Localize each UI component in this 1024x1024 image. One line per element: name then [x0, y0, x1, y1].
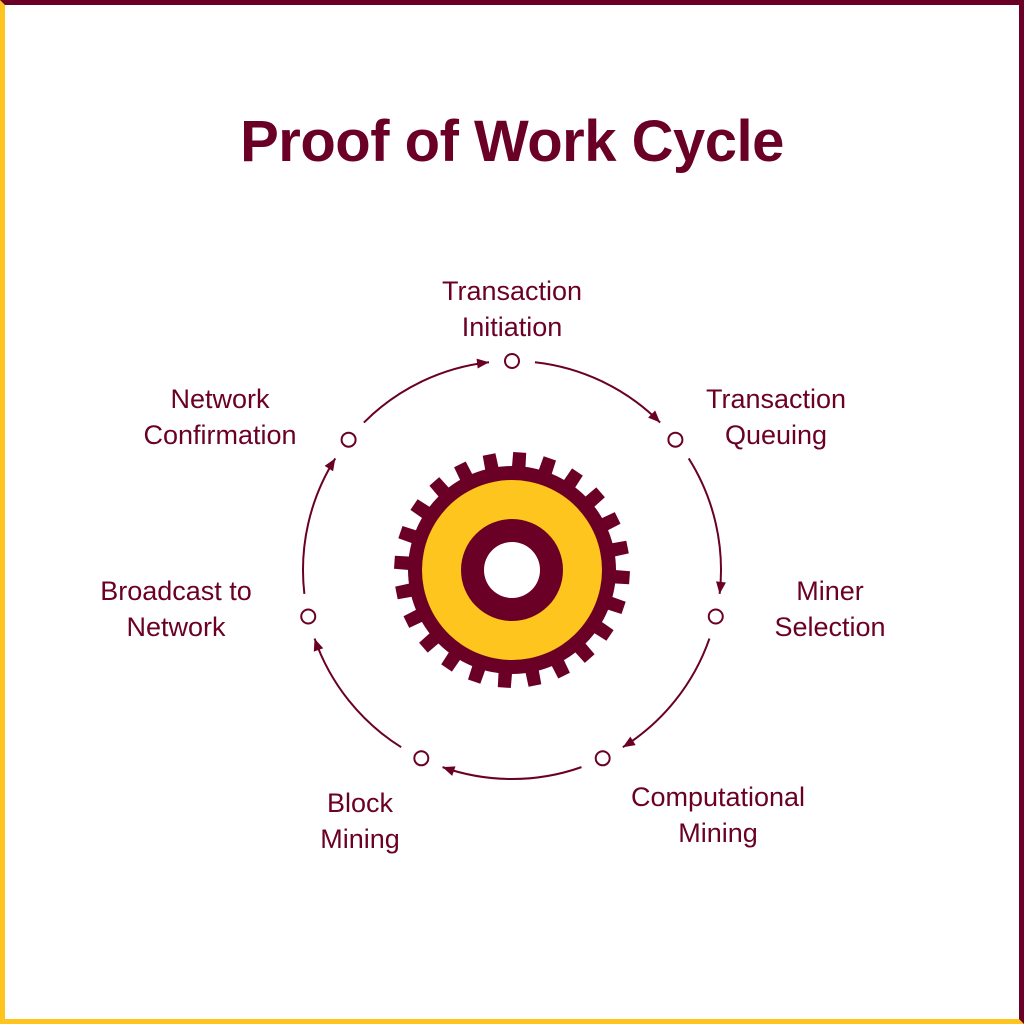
arrowhead-icon	[324, 458, 336, 472]
arrowhead-icon	[622, 736, 636, 748]
cycle-arrow-arc	[622, 638, 711, 749]
step-node	[667, 431, 684, 448]
cycle-arrow-arc	[687, 457, 722, 594]
cycle-arrow-arc	[302, 457, 337, 594]
cycle-arrow-arc	[363, 361, 490, 424]
arrowhead-icon	[716, 581, 726, 594]
cycle-arrows	[300, 353, 726, 780]
step-node	[594, 750, 611, 767]
step-node	[504, 353, 520, 369]
step-node	[300, 608, 317, 625]
arrowhead-icon	[648, 410, 661, 423]
arrowhead-icon	[313, 638, 324, 652]
cycle-arrow-arc	[442, 766, 582, 780]
step-node	[707, 608, 724, 625]
step-node	[413, 750, 430, 767]
arrowhead-icon	[476, 358, 490, 369]
page-title: Proof of Work Cycle	[240, 109, 784, 174]
cycle-arrow-arc	[534, 361, 661, 424]
gear-icon	[394, 452, 630, 688]
arrowhead-icon	[442, 766, 456, 776]
step-node	[340, 431, 357, 448]
cycle-arrow-arc	[313, 638, 402, 749]
gear-hole	[484, 542, 540, 598]
